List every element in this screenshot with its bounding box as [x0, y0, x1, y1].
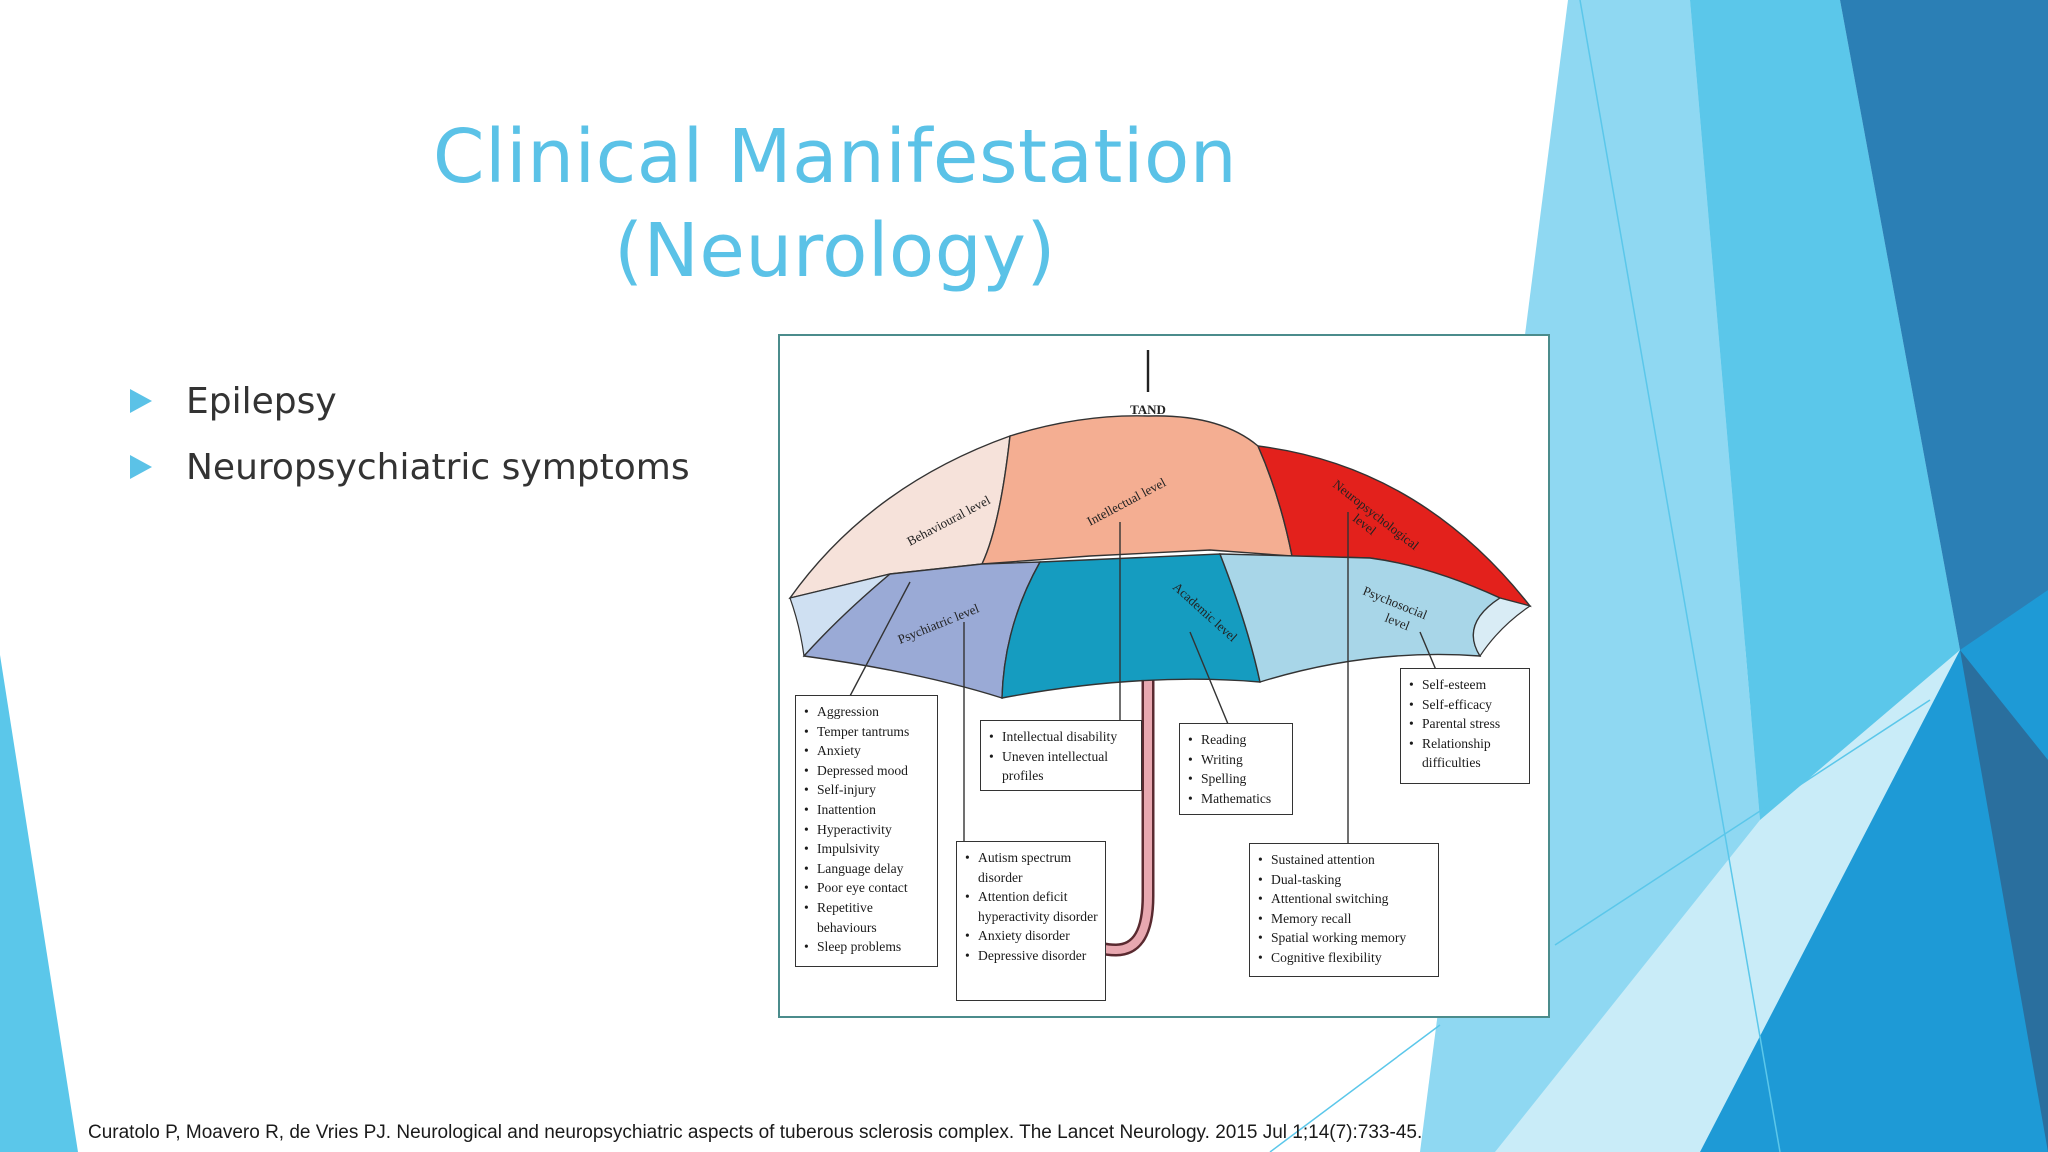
list-item: Self-efficacy: [1409, 695, 1523, 715]
list-item: Relationship difficulties: [1409, 734, 1523, 773]
list-item: Cognitive flexibility: [1258, 948, 1432, 968]
right-blue-panel: [1690, 0, 1960, 820]
list-item: Attention deficit hyperactivity disorder: [965, 887, 1099, 926]
behavioural-box: Aggression Temper tantrums Anxiety Depre…: [795, 695, 938, 967]
list-item: Depressive disorder: [965, 946, 1099, 966]
bullet-item: Neuropsychiatric symptoms: [130, 434, 690, 500]
list-item: Impulsivity: [804, 839, 931, 859]
psychiatric-box: Autism spectrum disorder Attention defic…: [956, 841, 1106, 1001]
umbrella-diagram: TAND Behavioural level Intellectual leve…: [788, 350, 1532, 957]
psychosocial-box: Self-esteem Self-efficacy Parental stres…: [1400, 668, 1530, 784]
list-item: Writing: [1188, 750, 1286, 770]
deco-line: [1579, 0, 1781, 1152]
connector-line: [849, 581, 911, 697]
list-item: Reading: [1188, 730, 1286, 750]
list-item: Temper tantrums: [804, 722, 931, 742]
right-deep-panel: [1960, 650, 2048, 1152]
list-item: Aggression: [804, 702, 931, 722]
list-item: Spatial working memory: [1258, 928, 1432, 948]
bullet-text: Neuropsychiatric symptoms: [186, 446, 690, 488]
list-item: Sleep problems: [804, 937, 931, 957]
list-item: Poor eye contact: [804, 878, 931, 898]
list-item: Anxiety disorder: [965, 926, 1099, 946]
list-item: Parental stress: [1409, 714, 1523, 734]
list-item: Self-esteem: [1409, 675, 1523, 695]
connector-line: [1419, 631, 1437, 671]
list-item: Uneven intellectual profiles: [989, 747, 1135, 786]
citation-text: Curatolo P, Moavero R, de Vries PJ. Neur…: [88, 1122, 1423, 1143]
tand-label: TAND: [1130, 402, 1166, 417]
slide-title: Clinical Manifestation (Neurology): [380, 110, 1290, 298]
deco-line: [1554, 699, 1931, 946]
right-dark-panel: [1840, 0, 2048, 760]
bullet-text: Epilepsy: [186, 380, 337, 422]
list-item: Mathematics: [1188, 789, 1286, 809]
list-item: Intellectual disability: [989, 727, 1135, 747]
tand-umbrella-figure: TAND Behavioural level Intellectual leve…: [778, 334, 1550, 1018]
list-item: Sustained attention: [1258, 850, 1432, 870]
bullet-item: Epilepsy: [130, 368, 690, 434]
list-item: Attentional switching: [1258, 889, 1432, 909]
list-item: Repetitive behaviours: [804, 898, 931, 937]
academic-box: Reading Writing Spelling Mathematics: [1179, 723, 1293, 815]
list-item: Language delay: [804, 859, 931, 879]
deco-line: [1269, 1024, 1441, 1152]
inner-right-panel: [1472, 597, 1532, 658]
bullet-list: Epilepsy Neuropsychiatric symptoms: [130, 368, 690, 500]
list-item: Spelling: [1188, 769, 1286, 789]
list-item: Hyperactivity: [804, 820, 931, 840]
right-strong-panel: [1700, 590, 2048, 1152]
neuropsychological-box: Sustained attention Dual-tasking Attenti…: [1249, 843, 1439, 977]
list-item: Self-injury: [804, 780, 931, 800]
bullet-arrow-icon: [130, 455, 152, 479]
list-item: Autism spectrum disorder: [965, 848, 1099, 887]
title-line-2: (Neurology): [614, 208, 1056, 294]
list-item: Memory recall: [1258, 909, 1432, 929]
left-accent-shape: [0, 655, 78, 1152]
list-item: Dual-tasking: [1258, 870, 1432, 890]
intellectual-box: Intellectual disability Uneven intellect…: [980, 720, 1142, 791]
list-item: Depressed mood: [804, 761, 931, 781]
list-item: Inattention: [804, 800, 931, 820]
list-item: Anxiety: [804, 741, 931, 761]
connector-line: [1189, 631, 1229, 725]
psychosocial-panel: [1218, 553, 1502, 683]
bullet-arrow-icon: [130, 389, 152, 413]
title-line-1: Clinical Manifestation: [432, 114, 1238, 200]
